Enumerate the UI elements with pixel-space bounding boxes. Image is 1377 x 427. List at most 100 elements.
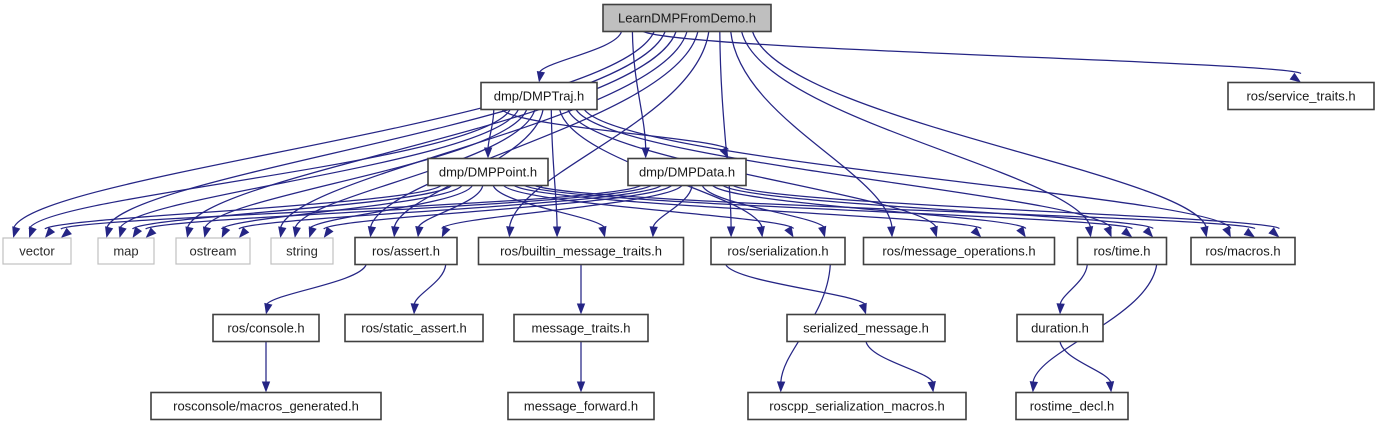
node-label: serialized_message.h	[803, 320, 929, 335]
node-box[interactable]	[862, 236, 1056, 266]
node-box[interactable]	[477, 236, 685, 266]
graph-node-serialized-message-h[interactable]: serialized_message.h	[786, 313, 946, 343]
dependency-edge	[583, 109, 1232, 229]
edge-arrowhead	[145, 227, 157, 238]
graph-node-ros-static-assert-h[interactable]: ros/static_assert.h	[344, 313, 484, 343]
node-box[interactable]	[97, 237, 155, 265]
dependency-edge	[487, 109, 495, 150]
graph-node-dmp-dmptraj-h[interactable]: dmp/DMPTraj.h	[480, 81, 598, 111]
graph-node-ros-builtin-message-traits-h[interactable]: ros/builtin_message_traits.h	[477, 236, 685, 266]
edge-arrowhead	[818, 225, 827, 238]
node-label: dmp/DMPPoint.h	[439, 164, 537, 179]
dependency-edge	[12, 31, 655, 230]
edge-layer	[12, 30, 1302, 393]
graph-node-ros-console-h[interactable]: ros/console.h	[212, 313, 320, 343]
node-box[interactable]	[513, 313, 649, 343]
graph-node-learndmpfromdemo-h[interactable]: LearnDMPFromDemo.h	[602, 3, 772, 33]
dependency-edge	[186, 31, 677, 230]
node-box[interactable]	[150, 391, 382, 421]
node-box[interactable]	[212, 313, 320, 343]
node-box[interactable]	[602, 3, 772, 33]
node-box[interactable]	[1016, 313, 1104, 343]
node-box[interactable]	[354, 236, 458, 266]
node-box[interactable]	[1015, 391, 1129, 421]
dependency-edge	[60, 184, 642, 230]
edge-arrowhead	[441, 225, 451, 238]
dependency-edge	[492, 185, 606, 229]
dependency-edge	[732, 184, 1280, 230]
dependency-edge	[503, 185, 795, 230]
dependency-edge	[722, 184, 1154, 230]
edge-arrowhead	[28, 226, 37, 238]
edge-arrowhead	[776, 381, 786, 393]
node-box[interactable]	[344, 313, 484, 343]
edge-arrowhead	[410, 303, 419, 315]
node-box[interactable]	[710, 236, 846, 266]
node-label: duration.h	[1031, 320, 1089, 335]
node-label: ros/serialization.h	[727, 243, 828, 258]
graph-node-roscpp-serialization-macros-h[interactable]: roscpp_serialization_macros.h	[747, 391, 967, 421]
node-label: ros/builtin_message_traits.h	[500, 243, 662, 258]
edge-arrowhead	[649, 226, 658, 238]
node-box[interactable]	[786, 313, 946, 343]
graph-node-ros-message-operations-h[interactable]: ros/message_operations.h	[862, 236, 1056, 266]
dependency-edge	[279, 31, 688, 230]
dependency-edge	[740, 31, 1092, 229]
edge-arrowhead	[308, 226, 317, 238]
edge-arrowhead	[536, 70, 546, 83]
node-box[interactable]	[507, 391, 655, 421]
dependency-edge	[575, 109, 1113, 229]
edge-arrowhead	[576, 303, 586, 315]
node-box[interactable]	[2, 237, 72, 265]
graph-node-message-traits-h[interactable]: message_traits.h	[513, 313, 649, 343]
node-label: ostream	[190, 243, 237, 258]
graph-node-duration-h[interactable]: duration.h	[1016, 313, 1104, 343]
node-box[interactable]	[747, 391, 967, 421]
edge-arrowhead	[367, 226, 377, 238]
graph-node-dmp-dmpdata-h[interactable]: dmp/DMPData.h	[627, 157, 747, 187]
node-box[interactable]	[627, 157, 747, 187]
edge-arrowhead	[970, 226, 982, 238]
edge-arrowhead	[60, 227, 72, 238]
dependency-edge	[730, 31, 893, 229]
node-box[interactable]	[1076, 236, 1168, 266]
graph-node-ros-time-h[interactable]: ros/time.h	[1076, 236, 1168, 266]
edge-arrowhead	[264, 302, 273, 315]
graph-node-ros-macros-h[interactable]: ros/macros.h	[1190, 236, 1296, 266]
dependency-edge	[265, 264, 367, 306]
node-label: dmp/DMPTraj.h	[494, 88, 585, 103]
node-box[interactable]	[1227, 81, 1375, 111]
node-box[interactable]	[175, 237, 251, 265]
edge-arrowhead	[1268, 227, 1280, 238]
edge-arrowhead	[1200, 225, 1209, 238]
edge-arrowhead	[1121, 227, 1133, 238]
node-box[interactable]	[1190, 236, 1296, 266]
node-box[interactable]	[480, 81, 598, 111]
node-box[interactable]	[427, 157, 549, 187]
edge-arrowhead	[238, 226, 250, 238]
edge-arrowhead	[1084, 225, 1094, 238]
dependency-edge	[725, 264, 867, 306]
graph-node-rostime-decl-h[interactable]: rostime_decl.h	[1015, 391, 1129, 421]
edge-arrowhead	[323, 226, 334, 238]
graph-node-rosconsole-macros-generated-h[interactable]: rosconsole/macros_generated.h	[150, 391, 382, 421]
dependency-edge	[513, 184, 982, 230]
graph-node-dmp-dmppoint-h[interactable]: dmp/DMPPoint.h	[427, 157, 549, 187]
node-label: LearnDMPFromDemo.h	[618, 10, 756, 25]
graph-node-map[interactable]: map	[97, 237, 155, 265]
graph-node-string[interactable]: string	[270, 237, 334, 265]
graph-node-ros-service-traits-h[interactable]: ros/service_traits.h	[1227, 81, 1375, 111]
node-label: vector	[19, 243, 55, 258]
graph-node-ros-assert-h[interactable]: ros/assert.h	[354, 236, 458, 266]
node-label: dmp/DMPData.h	[639, 164, 735, 179]
edge-arrowhead	[1289, 72, 1301, 83]
node-box[interactable]	[270, 237, 334, 265]
dependency-edge	[631, 31, 647, 150]
graph-node-ostream[interactable]: ostream	[175, 237, 251, 265]
graph-node-vector[interactable]: vector	[2, 237, 72, 265]
graph-node-ros-serialization-h[interactable]: ros/serialization.h	[710, 236, 846, 266]
node-label: ros/macros.h	[1205, 243, 1280, 258]
graph-node-message-forward-h[interactable]: message_forward.h	[507, 391, 655, 421]
edge-arrowhead	[1056, 303, 1065, 315]
